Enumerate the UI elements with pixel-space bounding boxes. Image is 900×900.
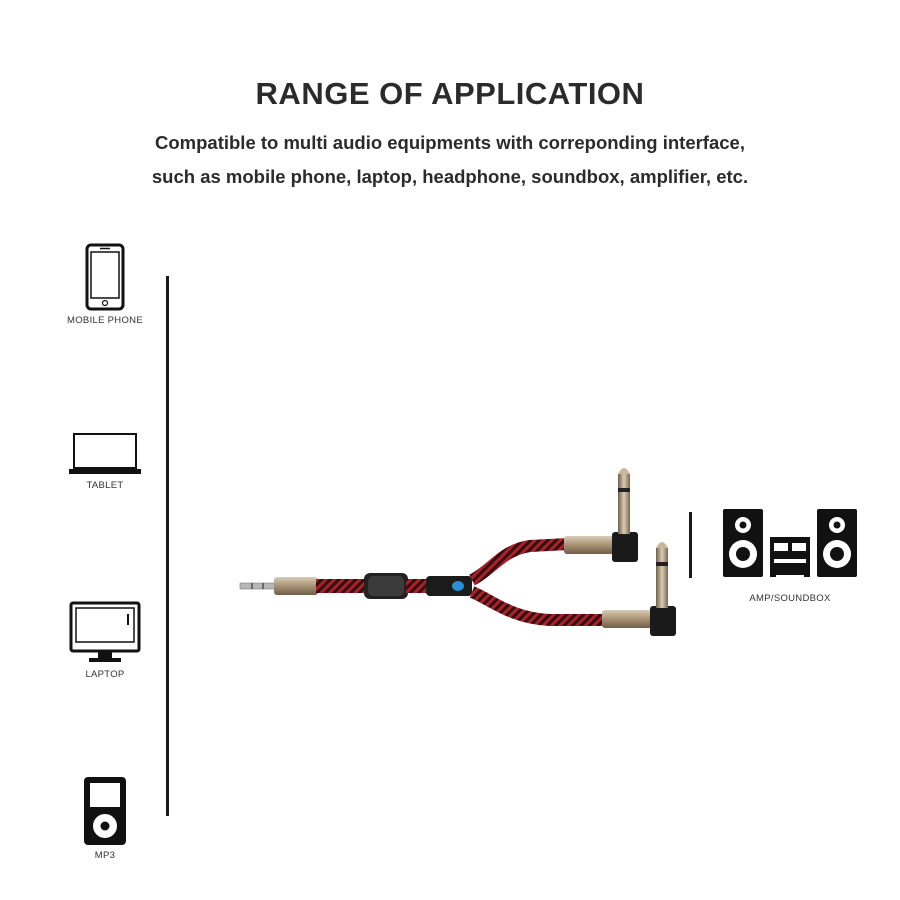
right-divider <box>689 512 692 578</box>
device-amp-soundbox: AMP/SOUNDBOX <box>720 507 860 604</box>
device-label-mobile-phone: MOBILE PHONE <box>67 315 143 326</box>
device-label-amp-soundbox: AMP/SOUNDBOX <box>749 593 831 604</box>
monitor-icon <box>69 601 141 662</box>
laptop-outline-icon <box>69 433 141 474</box>
page-title: RANGE OF APPLICATION <box>255 76 645 111</box>
subtitle-line-1: Compatible to multi audio equipments wit… <box>155 132 745 153</box>
device-tablet: TABLET <box>55 432 155 491</box>
device-label-tablet: TABLET <box>86 480 124 491</box>
left-divider <box>166 276 169 816</box>
subtitle-line-2: such as mobile phone, laptop, headphone,… <box>151 166 749 187</box>
device-mp3: MP3 <box>55 776 155 861</box>
y-splitter-cable-image <box>239 468 676 636</box>
mp3-player-icon <box>84 777 126 845</box>
mobile-phone-icon <box>85 243 125 311</box>
device-mobile-phone: MOBILE PHONE <box>55 243 155 326</box>
amp-soundbox-icon <box>723 509 857 577</box>
device-laptop: LAPTOP <box>55 601 155 680</box>
device-label-mp3: MP3 <box>94 850 116 861</box>
device-label-laptop: LAPTOP <box>85 669 125 680</box>
